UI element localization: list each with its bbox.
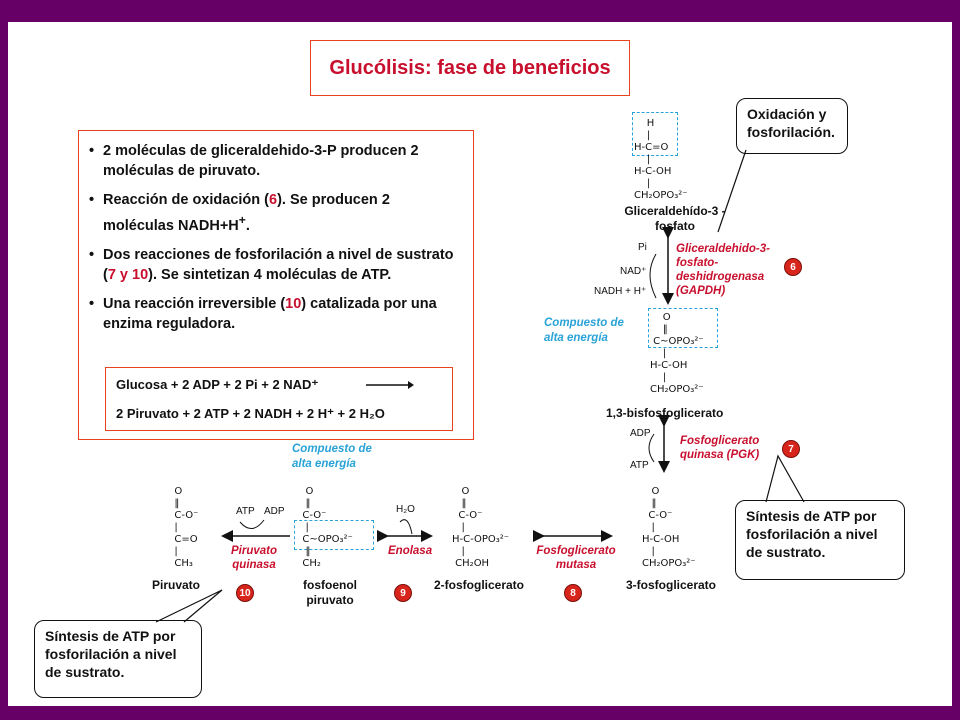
bullet-item-4: Una reacción irreversible (10) catalizad…: [89, 294, 463, 334]
equation-arrow: [366, 381, 414, 389]
pg3-structure: O ‖ C-O⁻ | H-C-OH | CH₂OPO₃²⁻: [642, 486, 696, 569]
bullet-item-3: Dos reacciones de fosforilación a nivel …: [89, 245, 463, 285]
pep-label: fosfoenol piruvato: [303, 578, 357, 607]
step-ref: 10: [285, 295, 302, 312]
step-10-badge: 10: [236, 584, 254, 602]
g3p-structure: H | H-C=O | H-C-OH | CH₂OPO₃²⁻: [634, 118, 688, 201]
callout-text: Síntesis de ATP por fosforilación a nive…: [746, 508, 878, 560]
bpg-structure: O ‖ C~OPO₃²⁻ | H-C-OH | CH₂OPO₃²⁻: [650, 312, 704, 395]
step-ref: 6: [269, 192, 278, 208]
step-7-badge: 7: [782, 440, 800, 458]
bullet-text: ) catalizada por una enzima reguladora.: [103, 295, 437, 332]
aldehyde-highlight: [632, 112, 678, 156]
adp-label-7: ADP: [630, 428, 651, 439]
g3p-label: Gliceraldehído-3 - fosfato: [624, 204, 726, 233]
pyruvate-label: Piruvato: [152, 578, 201, 592]
callout-text: Síntesis de ATP por fosforilación a nive…: [45, 628, 177, 680]
equation-products: 2 Piruvato + 2 ATP + 2 NADH + 2 H⁺ + 2 H…: [116, 406, 385, 421]
water-curve: [399, 519, 413, 535]
bullet-list: 2 moléculas de gliceraldehido-3-P produc…: [79, 131, 473, 334]
enzyme-pk: Piruvato quinasa: [230, 545, 277, 571]
enzyme-gapdh: Gliceraldehido-3-fosfato-deshidrogenasa …: [676, 243, 770, 297]
step-8-badge: 8: [564, 584, 582, 602]
callout-right: Síntesis de ATP por fosforilación a nive…: [735, 500, 905, 580]
high-energy-highlight-1: [648, 308, 718, 348]
pg2-label: 2-fosfoglicerato: [434, 578, 525, 592]
pathway-arrows: [155, 149, 805, 623]
pyruvate-structure: O ‖ C-O⁻ | C=O | CH₃: [174, 486, 199, 569]
enzyme-pgk: Fosfoglicerato quinasa (PGK): [680, 435, 760, 461]
slide: Glucólisis: fase de beneficios 2 molécul…: [8, 22, 952, 706]
equation-box: Glucosa + 2 ADP + 2 Pi + 2 NAD⁺ 2 Piruva…: [105, 367, 453, 431]
bullet-item-1: 2 moléculas de gliceraldehido-3-P produc…: [89, 141, 463, 181]
atp-label-10: ATP: [236, 506, 255, 517]
step-9-badge: 9: [394, 584, 412, 602]
callout-right-tail: [765, 454, 805, 503]
pg2-structure: O ‖ C-O⁻ | H-C-OPO₃²⁻ | CH₂OH: [452, 486, 510, 569]
bullet-text: ). Se sintetizan 4 moléculas de ATP.: [148, 266, 392, 283]
h2o-label: H₂O: [396, 504, 415, 515]
bullet-text: 2 moléculas de gliceraldehido-3-P produc…: [103, 143, 419, 179]
bullet-text: ). Se producen 2 moléculas NADH+H: [103, 192, 390, 234]
summary-box: 2 moléculas de gliceraldehido-3-P produc…: [78, 130, 474, 440]
step-6-badge: 6: [784, 258, 802, 276]
callout-text: Oxidación y fosforilación.: [747, 106, 835, 140]
cofactor-curve-7: [648, 433, 655, 463]
high-energy-label-2: Compuesto de alta energía: [292, 443, 372, 470]
nad-label: NAD⁺: [620, 266, 647, 277]
pep-structure: O ‖ C-O⁻ | C~OPO₃²⁻ ‖ CH₂: [302, 486, 353, 569]
page-title: Glucólisis: fase de beneficios: [329, 56, 611, 79]
callout-top: Oxidación y fosforilación.: [736, 98, 848, 154]
equation-reactants: Glucosa + 2 ADP + 2 Pi + 2 NAD⁺: [116, 377, 319, 392]
enzyme-enolase: Enolasa: [388, 545, 433, 557]
step-ref: 7 y 10: [107, 266, 149, 283]
callout-bottom-tail: [155, 589, 223, 623]
callout-bottom: Síntesis de ATP por fosforilación a nive…: [34, 620, 202, 698]
nadh-label: NADH + H⁺: [594, 286, 647, 297]
bpg-label: 1,3-bisfosfoglicerato: [606, 406, 724, 420]
callout-top-tail: [717, 149, 747, 233]
bullet-text: .: [245, 217, 250, 234]
atp-label-7: ATP: [630, 460, 649, 471]
bullet-text: Dos reacciones de fosforilación a nivel …: [103, 246, 454, 283]
cofactor-curve-10: [239, 519, 265, 529]
superscript: +: [238, 213, 246, 227]
bullet-item-2: Reacción de oxidación (6). Se producen 2…: [89, 190, 463, 236]
high-energy-highlight-2: [294, 520, 374, 550]
high-energy-label-1: Compuesto de alta energía: [544, 317, 624, 344]
enzyme-mutase: Fosfoglicerato mutasa: [536, 545, 616, 571]
pg3-label: 3-fosfoglicerato: [626, 578, 717, 592]
cofactor-curve-6: [649, 253, 657, 299]
adp-label-10: ADP: [264, 506, 285, 517]
pi-label: Pi: [638, 242, 647, 253]
bullet-text: Reacción de oxidación (: [103, 192, 269, 208]
title-box: Glucólisis: fase de beneficios: [310, 40, 630, 96]
bullet-text: Una reacción irreversible (: [103, 295, 286, 312]
